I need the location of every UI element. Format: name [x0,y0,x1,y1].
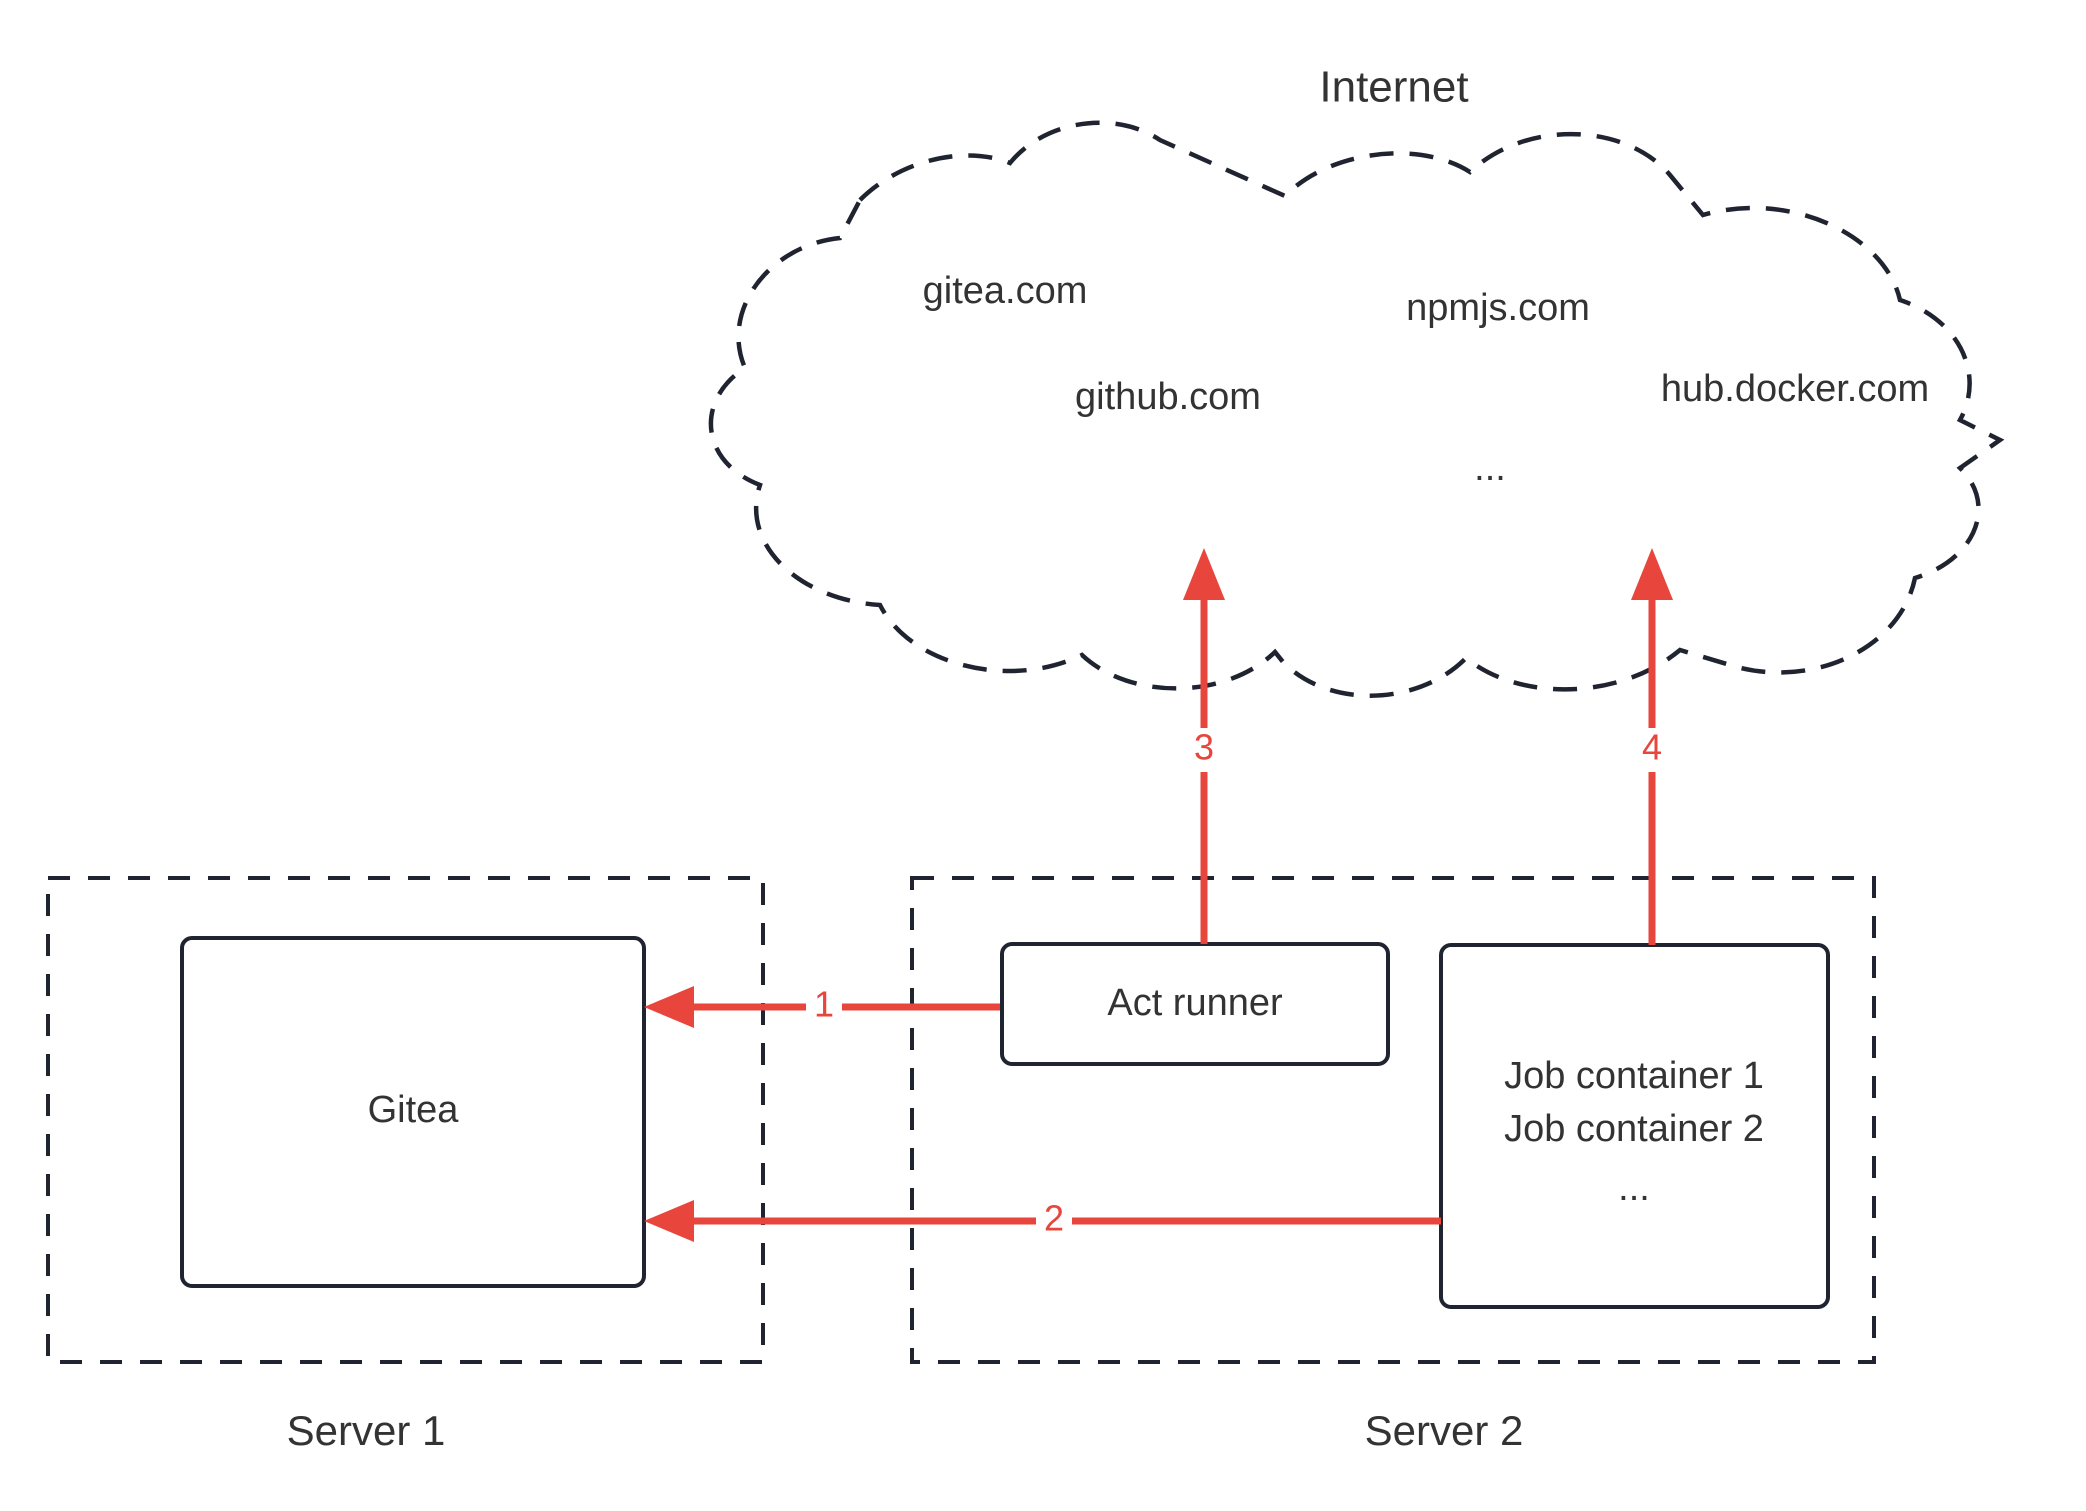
server-2-boundary [910,876,1876,1364]
edge-1-arrow: 1 [644,984,1000,1029]
cloud-service-hub-docker-com: hub.docker.com [1661,368,1929,410]
edge-3-label: 3 [1194,727,1214,768]
server-1-label: Server 1 [287,1407,446,1454]
edge-1-label-backdrop [806,985,842,1029]
job-container-more-label: ... [1618,1167,1650,1209]
cloud-service-gitea-com: gitea.com [923,270,1088,312]
edge-4-label: 4 [1642,727,1662,768]
server-2-label: Server 2 [1365,1407,1524,1454]
gitea-node[interactable] [180,936,646,1288]
job-containers-node[interactable] [1439,943,1830,1309]
act-runner-node[interactable] [1000,942,1390,1066]
edge-3-arrow: 3 [1183,548,1225,944]
edge-4-arrow: 4 [1631,548,1673,945]
edge-3-label-backdrop [1186,728,1222,772]
edge-2-label-backdrop [1036,1199,1072,1243]
cloud-service-more: ... [1474,447,1506,489]
cloud-service-github-com: github.com [1075,376,1261,418]
edge-2-arrow: 2 [644,1198,1441,1243]
internet-cloud-outline [708,120,2005,698]
edge-4-label-backdrop [1634,728,1670,772]
edge-1-label: 1 [814,984,834,1025]
diagram-title: Internet [1319,63,1468,112]
edge-2-label: 2 [1044,1198,1064,1239]
job-container-1-label: Job container 1 [1504,1055,1764,1097]
cloud-service-npmjs-com: npmjs.com [1406,287,1590,329]
gitea-node-label: Gitea [368,1089,460,1131]
job-container-2-label: Job container 2 [1504,1108,1764,1150]
act-runner-node-label: Act runner [1107,982,1283,1024]
